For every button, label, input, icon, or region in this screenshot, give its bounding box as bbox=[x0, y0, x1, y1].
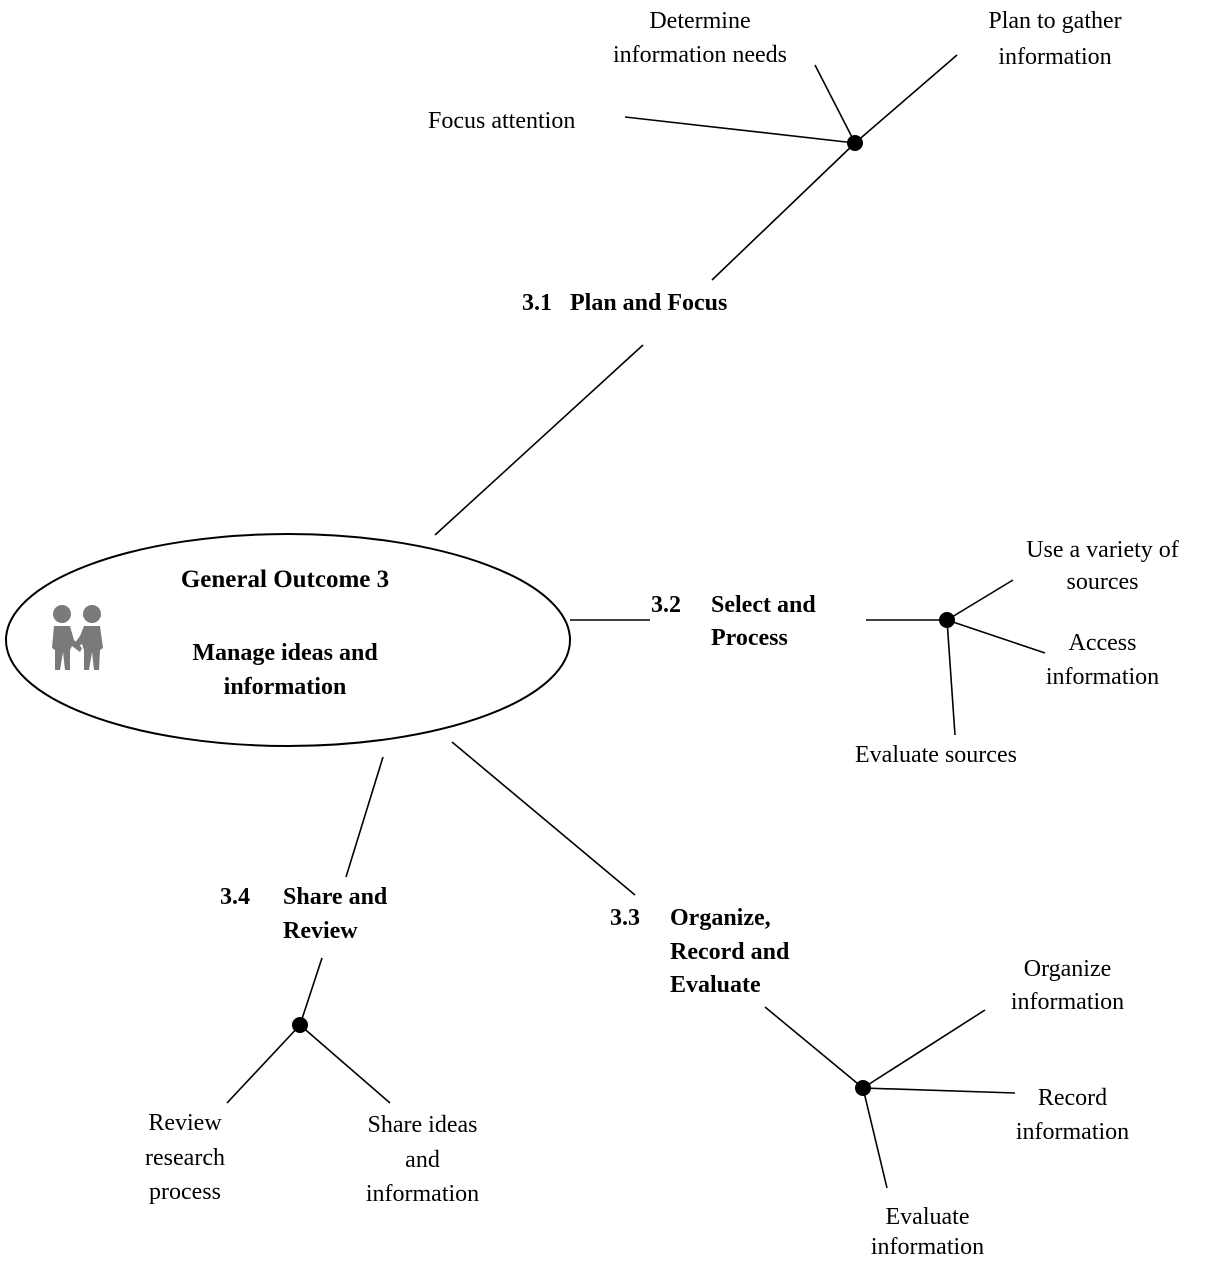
hub-3-1 bbox=[847, 135, 863, 151]
connector-hub-plan bbox=[854, 54, 958, 144]
connector-hub-focus bbox=[624, 116, 856, 144]
leaf-access-line-1: Access bbox=[1068, 630, 1137, 656]
connector-3-4-to-hub bbox=[299, 957, 323, 1026]
leaf-share-line-3: information bbox=[365, 1181, 480, 1207]
connector-center-to-3-1 bbox=[434, 344, 644, 536]
connector-hub-share bbox=[299, 1024, 391, 1104]
leaf-evaluate-info-line-1: Evaluate bbox=[885, 1204, 970, 1230]
leaf-review-line-1: Review bbox=[148, 1110, 222, 1136]
leaf-share-line-1: Share ideas bbox=[367, 1112, 478, 1138]
leaf-plan-line-2: information bbox=[998, 44, 1112, 70]
leaf-variety-line-2: sources bbox=[1066, 569, 1139, 595]
leaf-organize-line-2: information bbox=[1010, 989, 1125, 1015]
connector-hub-record bbox=[862, 1087, 1016, 1094]
connector-hub-variety bbox=[946, 579, 1014, 621]
branch-3-3-title-line-3: Evaluate bbox=[670, 972, 761, 998]
connector-center-to-3-3 bbox=[451, 741, 636, 896]
central-outcome-ellipse bbox=[5, 533, 571, 747]
hub-3-3 bbox=[855, 1080, 871, 1096]
leaf-access-line-2: information bbox=[1045, 664, 1160, 690]
leaf-record-line-1: Record bbox=[1037, 1085, 1108, 1111]
two-people-icon bbox=[52, 605, 103, 670]
branch-3-1-number: 3.1 bbox=[522, 290, 552, 316]
connector-hub-review bbox=[226, 1024, 301, 1104]
branch-3-3-title-line-1: Organize, bbox=[670, 905, 771, 931]
branch-3-4-number: 3.4 bbox=[220, 884, 250, 910]
connector-center-to-3-4 bbox=[345, 756, 384, 878]
leaf-share-line-2: and bbox=[405, 1147, 440, 1173]
leaf-organize-line-1: Organize bbox=[1023, 956, 1112, 982]
branch-3-4-title-line-2: Review bbox=[283, 918, 358, 944]
branch-3-2-title-line-1: Select and bbox=[711, 592, 816, 618]
branch-3-1-label: Plan and Focus bbox=[570, 290, 728, 316]
hub-3-2 bbox=[939, 612, 955, 628]
connector-hub-access bbox=[946, 619, 1046, 654]
leaf-evaluate-sources: Evaluate sources bbox=[855, 742, 1017, 768]
central-subtitle-line-2: information bbox=[223, 674, 347, 700]
leaf-determine-line-2: information needs bbox=[613, 42, 787, 68]
leaf-review-line-2: research bbox=[145, 1145, 225, 1171]
connector-hub-organize bbox=[862, 1009, 986, 1089]
connector-3-1-to-hub bbox=[711, 142, 856, 281]
branch-3-3-number: 3.3 bbox=[610, 905, 640, 931]
branch-3-3-title-line-2: Record and bbox=[670, 939, 790, 965]
branch-3-4-title-line-1: Share and bbox=[283, 884, 388, 910]
leaf-focus-attention: Focus attention bbox=[428, 108, 576, 134]
branch-3-2-title-line-2: Process bbox=[711, 625, 788, 651]
connector-hub-evaluate-info bbox=[862, 1087, 888, 1189]
leaf-evaluate-info-line-2: information bbox=[870, 1234, 985, 1260]
central-title: General Outcome 3 bbox=[180, 566, 390, 593]
leaf-variety-line-1: Use a variety of bbox=[1026, 537, 1179, 563]
connector-hub-determine bbox=[814, 64, 856, 144]
leaf-determine-line-1: Determine bbox=[649, 8, 751, 34]
branch-3-2-number: 3.2 bbox=[651, 592, 681, 618]
central-subtitle-line-1: Manage ideas and bbox=[192, 640, 378, 666]
leaf-review-line-3: process bbox=[149, 1179, 221, 1205]
connector-hub-evaluate-sources bbox=[946, 619, 956, 736]
connector-3-3-to-hub bbox=[764, 1006, 864, 1089]
leaf-record-line-2: information bbox=[1015, 1119, 1130, 1145]
branch-3-1-title: 3.1 Plan and Focus bbox=[522, 286, 727, 320]
leaf-plan-line-1: Plan to gather bbox=[988, 8, 1122, 34]
hub-3-4 bbox=[292, 1017, 308, 1033]
